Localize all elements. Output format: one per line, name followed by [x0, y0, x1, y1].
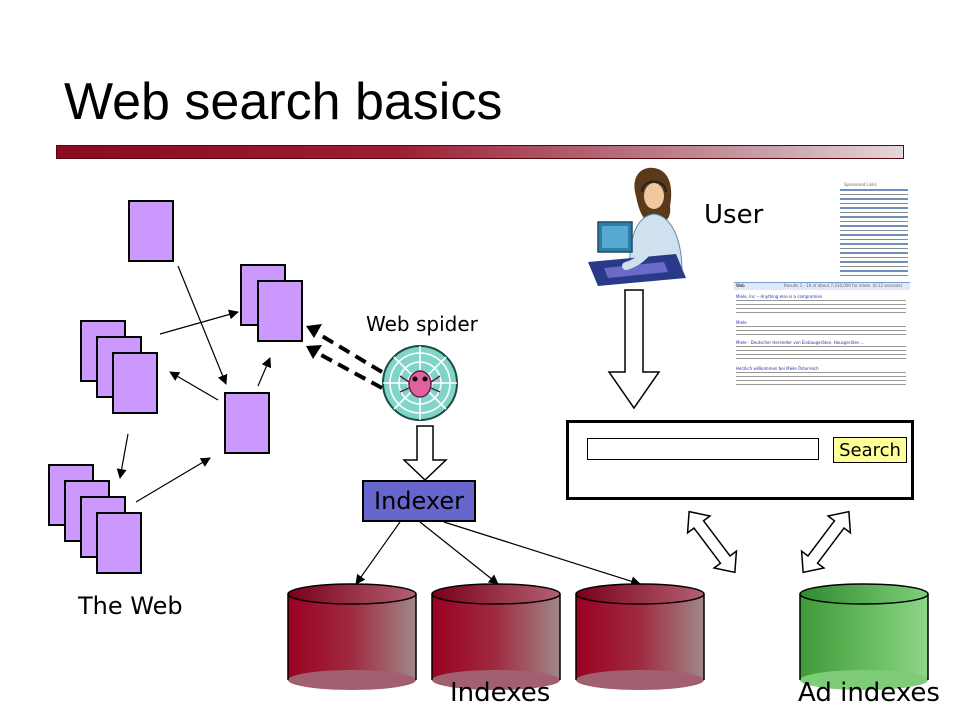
web-tab-label: Web — [736, 283, 745, 288]
web-link-arrows — [116, 265, 272, 503]
search-index-double-arrows — [686, 510, 852, 574]
web-page — [257, 280, 303, 342]
web-page — [112, 352, 158, 414]
web-page — [96, 512, 142, 574]
slide-title: Web search basics — [64, 73, 503, 131]
result-snippet — [736, 326, 906, 336]
result-title: Miele - Deutscher Hersteller von Einbaug… — [736, 340, 865, 345]
title-underline-bar — [56, 145, 904, 159]
search-input[interactable] — [587, 438, 819, 460]
web-page — [128, 200, 174, 262]
user-label: User — [704, 200, 764, 230]
the-web-label: The Web — [78, 592, 183, 620]
index-cylinder — [431, 583, 561, 690]
web-spider-label: Web spider — [366, 312, 478, 336]
search-box: Search — [566, 420, 914, 500]
search-button[interactable]: Search — [833, 437, 907, 463]
results-stats: Results 1 - 10 of about 7,310,000 for mi… — [784, 283, 903, 288]
spider-crawl-arrows — [306, 324, 384, 390]
indexer-to-indexes-arrows — [355, 521, 641, 587]
result-snippet — [736, 346, 906, 360]
result-snippet — [736, 300, 906, 314]
spider-to-indexer-arrow — [402, 425, 448, 482]
result-title: Miele, Inc -- Anything else is a comprom… — [736, 294, 822, 299]
user-to-search-arrow — [607, 289, 661, 410]
sponsored-ads-block — [840, 189, 908, 279]
result-title: Herzlich willkommen bei Miele Österreich — [736, 366, 819, 371]
spider-web-icon — [382, 345, 458, 421]
ad-index-cylinder — [799, 583, 929, 690]
web-page — [224, 392, 270, 454]
index-cylinder — [575, 583, 705, 690]
results-stats-bar — [734, 282, 910, 290]
indexes-label: Indexes — [450, 678, 551, 708]
indexer-box: Indexer — [362, 480, 476, 522]
index-cylinder — [287, 583, 417, 690]
ad-indexes-label: Ad indexes — [798, 678, 940, 708]
result-title: Miele — [736, 320, 747, 325]
search-results-preview: Sponsored Links Web Results 1 - 10 of ab… — [734, 174, 912, 394]
sponsored-links-header: Sponsored Links — [844, 182, 877, 187]
woman-at-computer-icon — [588, 167, 686, 286]
result-snippet — [736, 372, 906, 388]
